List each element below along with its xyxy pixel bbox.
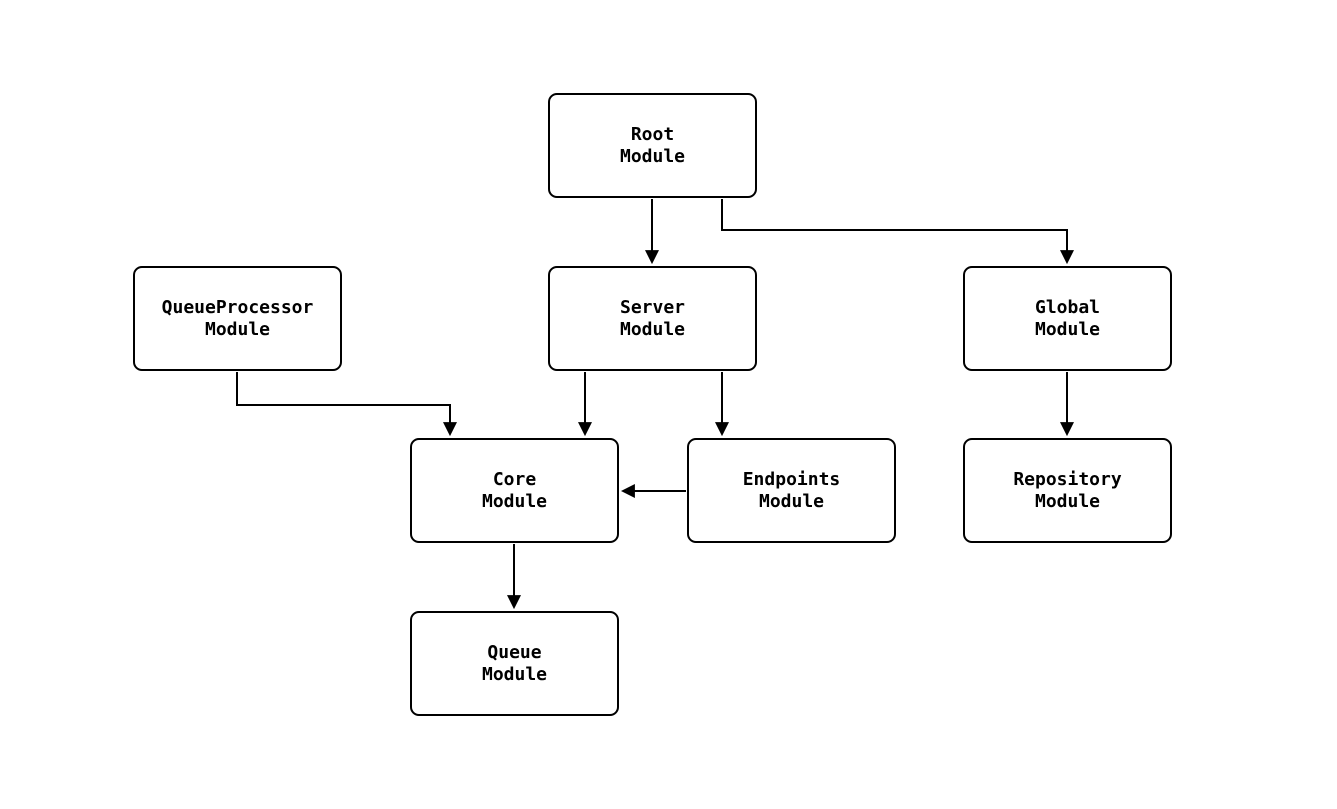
- node-label-line: Module: [619, 318, 686, 340]
- node-queueprocessor-module: QueueProcessor Module: [133, 266, 342, 371]
- node-root-module: Root Module: [548, 93, 757, 198]
- node-label-line: Module: [1034, 318, 1101, 340]
- node-label-line: Endpoints: [742, 468, 841, 490]
- node-repository-module: Repository Module: [963, 438, 1172, 543]
- node-label-line: Module: [619, 145, 686, 167]
- node-global-module: Global Module: [963, 266, 1172, 371]
- node-label-line: Core: [492, 468, 537, 490]
- node-endpoints-module: Endpoints Module: [687, 438, 896, 543]
- node-core-module: Core Module: [410, 438, 619, 543]
- node-label-line: Module: [204, 318, 271, 340]
- node-label-line: Module: [758, 490, 825, 512]
- node-label-line: Global: [1034, 296, 1101, 318]
- edge-queueprocessor-to-core: [236, 372, 457, 437]
- node-label-line: Module: [1034, 490, 1101, 512]
- node-label-line: Server: [619, 296, 686, 318]
- node-label-line: Module: [481, 663, 548, 685]
- edge-root-to-global: [721, 199, 1074, 265]
- node-label-line: Module: [481, 490, 548, 512]
- node-queue-module: Queue Module: [410, 611, 619, 716]
- node-server-module: Server Module: [548, 266, 757, 371]
- node-label-line: Repository: [1013, 468, 1122, 490]
- node-label-line: Queue: [487, 641, 542, 663]
- node-label-line: Root: [630, 123, 675, 145]
- node-label-line: QueueProcessor: [161, 296, 314, 318]
